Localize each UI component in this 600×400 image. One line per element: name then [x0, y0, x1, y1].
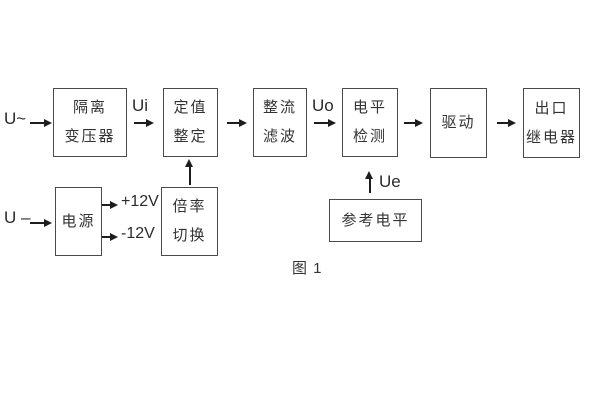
block-rectifier-filter-line2: 滤波: [262, 128, 297, 145]
label-ac-input: U~: [4, 109, 27, 128]
block-output-relay: 出口 继电器: [523, 88, 580, 158]
block-level-detect-line2: 检测: [352, 128, 387, 145]
label-ue: Ue: [379, 172, 401, 191]
block-ratio-switch-line1: 倍率: [172, 198, 207, 215]
block-rectifier-filter-line1: 整流: [262, 99, 297, 116]
label-plus-12v: +12V: [121, 193, 159, 210]
arrow-minus12v-output-icon: [102, 232, 118, 241]
block-setpoint-adjust-line2: 整定: [173, 128, 208, 145]
arrow-uo-icon: [314, 118, 336, 127]
block-level-detect-line1: 电平: [352, 99, 387, 116]
label-dc-input: U –: [4, 208, 31, 227]
arrow-ratio-to-setpoint-icon: [185, 159, 193, 185]
block-isolation-transformer: 隔离 变压器: [53, 88, 127, 157]
block-output-relay-line2: 继电器: [525, 128, 577, 146]
block-reference-level: 参考电平: [329, 199, 422, 242]
block-drive-label: 驱动: [441, 114, 476, 131]
block-isolation-transformer-line2: 变压器: [64, 128, 116, 145]
label-ui: Ui: [132, 96, 149, 115]
label-minus-12v: -12V: [121, 225, 155, 242]
block-ratio-switch-line2: 切换: [172, 227, 207, 244]
arrow-ui-icon: [134, 118, 154, 127]
arrow-ac-input-icon: [30, 118, 52, 127]
block-rectifier-filter: 整流 滤波: [253, 88, 307, 157]
arrow-ue-icon: [365, 171, 373, 193]
arrow-setpoint-to-rectifier-icon: [227, 118, 247, 127]
arrow-drive-to-relay-icon: [497, 118, 516, 127]
arrow-dc-input-icon: [30, 218, 52, 227]
arrow-plus12v-output-icon: [102, 200, 118, 209]
block-level-detect: 电平 检测: [342, 88, 398, 157]
figure-caption: 图 1: [292, 260, 323, 277]
arrow-level-to-drive-icon: [404, 118, 423, 127]
block-setpoint-adjust: 定值 整定: [163, 88, 218, 157]
label-uo: Uo: [312, 96, 334, 115]
block-isolation-transformer-line1: 隔离: [72, 99, 107, 116]
block-setpoint-adjust-line1: 定值: [173, 99, 208, 116]
block-output-relay-line1: 出口: [534, 99, 569, 117]
block-ratio-switch: 倍率 切换: [161, 187, 218, 256]
block-power-supply-label: 电源: [61, 212, 96, 230]
block-power-supply: 电源: [55, 187, 102, 256]
block-drive: 驱动: [430, 88, 487, 158]
block-reference-level-label: 参考电平: [341, 211, 410, 229]
